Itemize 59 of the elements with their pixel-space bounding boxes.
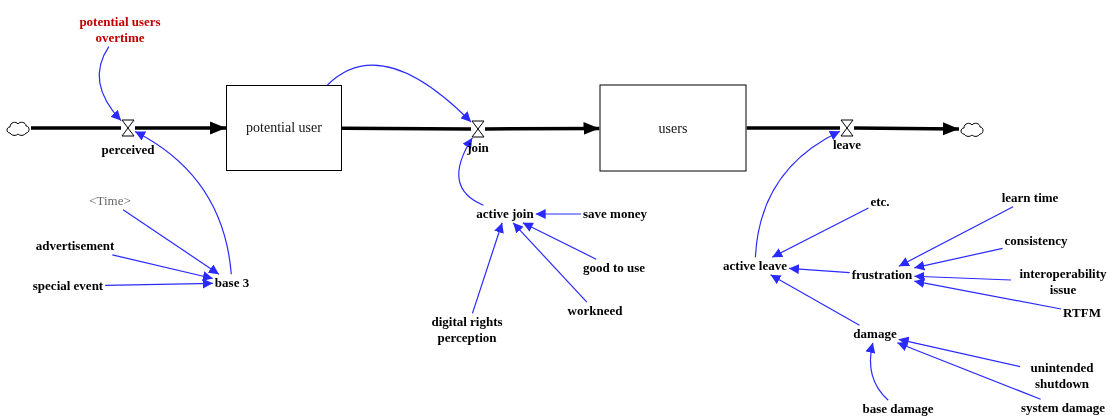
variable-label: special event [30,277,106,295]
link-arrow [104,278,214,289]
variable-label: system damage [1018,399,1108,417]
variable-label: consistency [1002,232,1070,250]
link-arrow [471,222,504,314]
flow-pipe [746,126,840,130]
link-arrow [896,341,1042,400]
variable-label: advertisement [33,237,117,255]
link-arrow [326,64,472,123]
link-arrow [458,137,485,206]
cloud-icon [959,120,985,138]
flow-pipe [485,122,600,135]
variable-label: active join [474,205,536,223]
link-arrow [754,130,841,258]
input-variable-label: potential users overtime [68,13,172,47]
variable-label: frustration [849,266,915,284]
flow-label: join [467,140,489,156]
stock-box: users [599,84,747,172]
variable-label: workneed [565,302,625,320]
valve-icon [121,119,135,137]
flow-label: perceived [101,142,155,158]
link-arrow [913,247,1004,271]
variable-label: <Time> [87,192,133,210]
flow-label: leave [832,137,862,153]
link-arrow [98,46,122,122]
link-arrow [865,342,889,401]
variable-label: digital rights perception [415,313,519,347]
link-arrow [898,206,1014,267]
variable-label: base 3 [212,274,252,292]
variable-label: active leave [721,257,789,275]
link-arrow [788,264,851,275]
variable-label: learn time [999,189,1061,207]
link-arrow [898,336,1021,368]
stock-box: potential user [226,85,342,171]
link-arrow [771,207,870,258]
variable-label: etc. [868,193,892,211]
variable-label: unintended shutdown [1020,359,1104,393]
link-arrow [522,222,597,260]
variable-label: RTFM [1061,304,1103,322]
link-arrow [122,209,220,275]
link-arrow [134,130,232,275]
link-arrow [111,254,214,282]
link-arrow [535,209,582,219]
flow-pipe [854,122,959,136]
flow-pipe [31,126,121,130]
link-arrow [913,271,1012,282]
flow-pipe [342,126,471,131]
link-arrow [769,274,861,326]
link-arrow [913,278,1062,310]
valve-icon [471,120,485,138]
variable-label: damage [851,325,899,343]
variable-label: good to use [580,259,648,277]
variable-label: base damage [860,400,936,418]
variable-label: save money [581,205,649,223]
link-arrow [512,222,588,303]
variable-label: interoperability issue [1011,265,1115,299]
valve-icon [840,119,854,137]
cloud-icon [5,119,31,137]
flow-pipe [135,121,226,135]
